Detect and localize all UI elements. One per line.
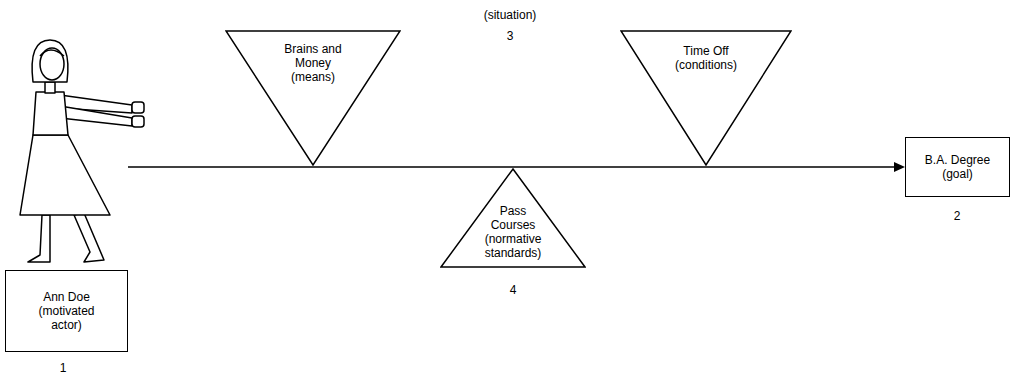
text-group: Pass Courses (normative standards): [440, 204, 586, 260]
text-group: Time Off (conditions): [620, 44, 792, 72]
node-text: Time Off (conditions): [668, 44, 744, 72]
concept-box: Ann Doe (motivated actor): [5, 270, 128, 352]
concept-box: B.A. Degree (goal): [905, 137, 1010, 197]
node-text: Ann Doe (motivated actor): [28, 290, 106, 332]
text-group: Brains and Money (means): [225, 42, 401, 84]
triangle-outline: [226, 31, 400, 165]
callout-number: 4: [510, 283, 517, 297]
concept-triangle: Time Off (conditions): [620, 30, 792, 166]
section-label: (situation): [484, 8, 537, 22]
callout-number: 1: [60, 361, 67, 375]
text-group: Ann Doe (motivated actor): [28, 290, 106, 332]
triangle-outline: [621, 31, 791, 165]
concept-triangle: Brains and Money (means): [225, 30, 401, 166]
path-line: [128, 166, 895, 168]
triangle-outline: [441, 169, 585, 267]
concept-triangle: Pass Courses (normative standards): [440, 168, 586, 268]
arrowhead: [894, 162, 905, 172]
callout-number: 3: [507, 29, 514, 43]
goal-path-arrow: [128, 162, 905, 172]
node-text: Brains and Money (means): [273, 42, 353, 84]
node-text: Pass Courses (normative standards): [481, 204, 545, 260]
callout-number: 2: [954, 209, 961, 223]
node-text: B.A. Degree (goal): [916, 153, 1000, 181]
text-group: B.A. Degree (goal): [916, 153, 1000, 181]
